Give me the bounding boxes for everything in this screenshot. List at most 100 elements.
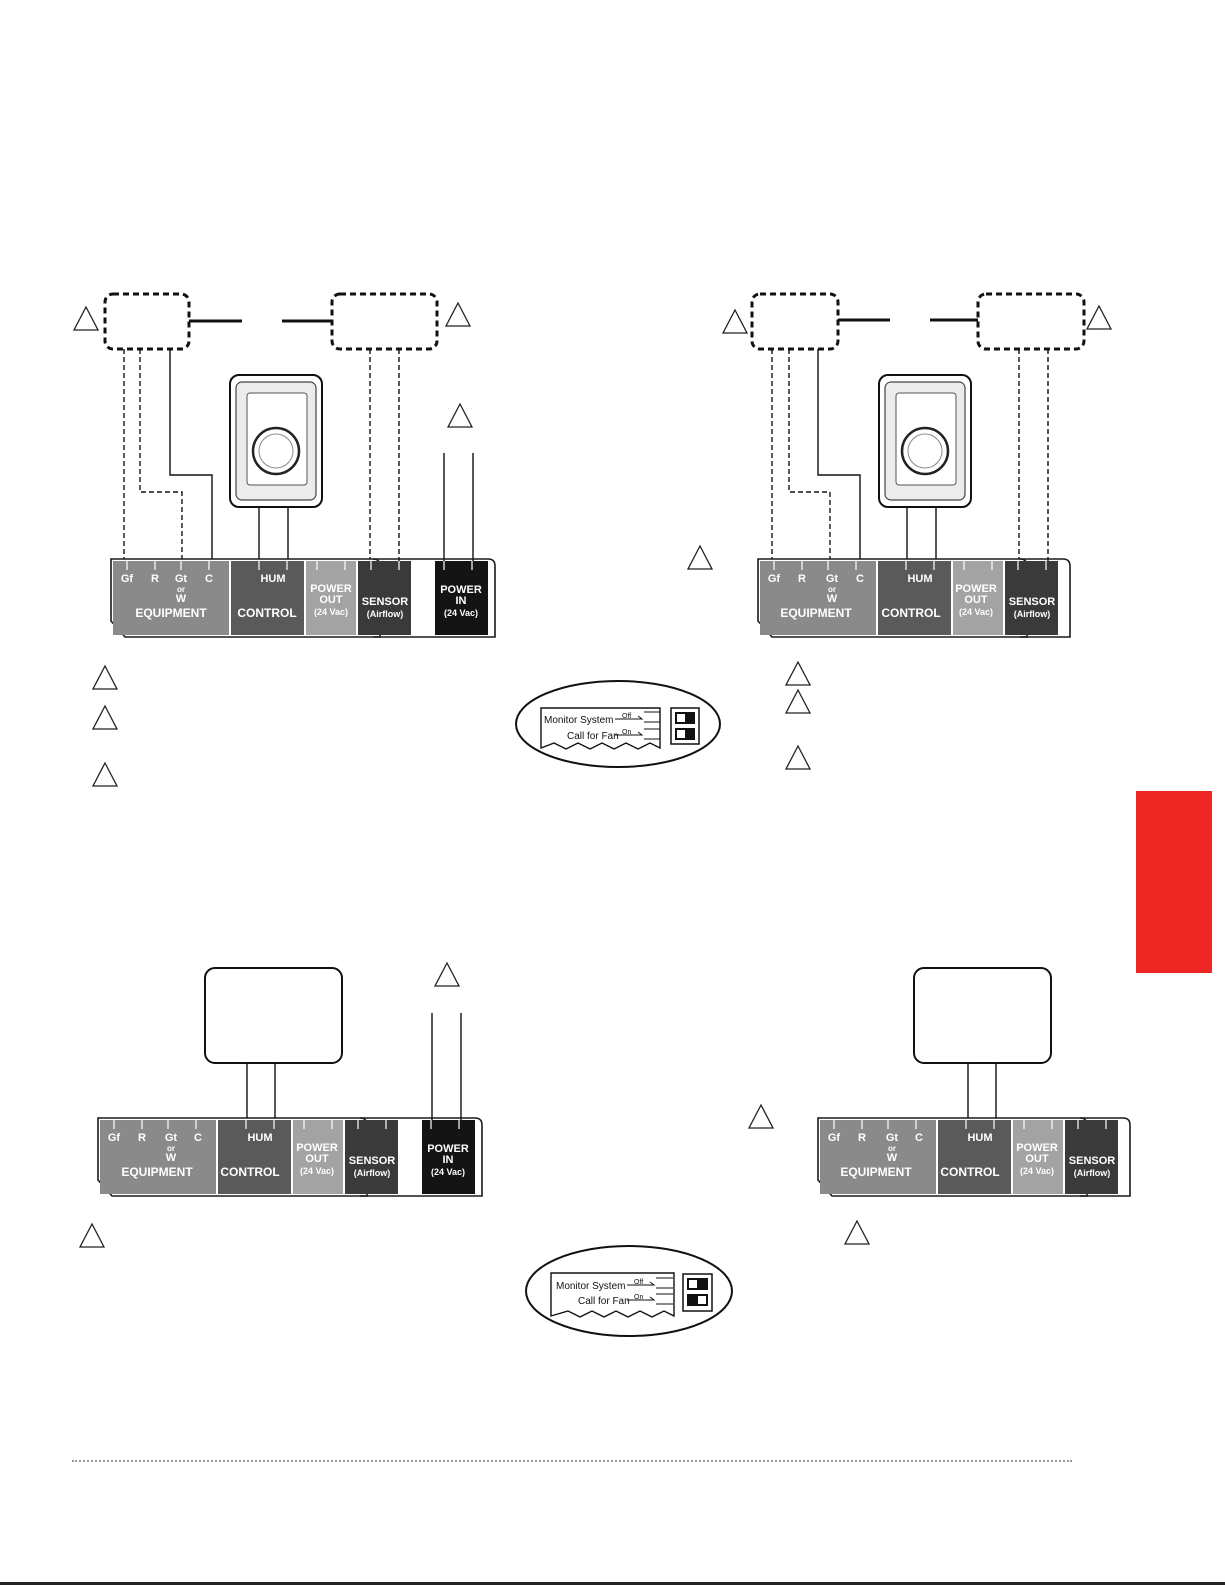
diagram-top-left: Gf R Gt or W C EQUIPMENT HUM CONTROL POW… <box>72 292 496 787</box>
on-label: On <box>622 729 631 736</box>
page-bottom-rule <box>0 1582 1225 1585</box>
on-label: On <box>634 1294 643 1301</box>
sensor-section <box>358 561 411 635</box>
terminal-c: C <box>856 573 864 585</box>
power-in-section <box>422 1120 475 1194</box>
sensor-label: SENSOR <box>1069 1155 1116 1167</box>
terminal-block: Gf R Gt or W C EQUIPMENT HUM CONTROL POW… <box>817 1117 1131 1197</box>
dip-switch-icon <box>670 707 700 745</box>
dial-icon <box>251 426 301 476</box>
dip-switch-inset: Monitor System Call for Fan Off On <box>515 680 721 768</box>
control-label: CONTROL <box>940 1165 999 1179</box>
terminal-c: C <box>915 1132 923 1144</box>
sensor-box <box>330 292 439 351</box>
control-label: CONTROL <box>237 606 296 620</box>
diagram-top-right: Gf R Gt or W C EQUIPMENT HUM CONTROL POW… <box>686 292 1113 770</box>
terminal-c: C <box>205 573 213 585</box>
power-out-label: POWER <box>296 1142 338 1154</box>
power-in-label: IN <box>443 1154 454 1166</box>
call-for-fan-label: Call for Fan <box>567 731 619 742</box>
humidifier-box <box>913 967 1052 1064</box>
equipment-box <box>103 292 191 351</box>
section-tab <box>1136 791 1212 973</box>
terminal-r: R <box>798 573 806 585</box>
power-in-label: IN <box>456 595 467 607</box>
equipment-label: EQUIPMENT <box>135 606 207 620</box>
terminal-block: Gf R Gt or W C EQUIPMENT HUM CONTROL POW… <box>110 558 496 638</box>
terminal-or: or <box>888 1144 896 1153</box>
terminal-hum: HUM <box>247 1132 272 1144</box>
terminal-gt: Gt <box>826 573 839 585</box>
warning-triangle-icon <box>72 305 100 331</box>
dip-switch-icon <box>682 1273 713 1312</box>
warning-triangle-icon <box>91 761 119 787</box>
sensor-section <box>1005 561 1058 635</box>
terminal-hum: HUM <box>907 573 932 585</box>
terminal-gf: Gf <box>121 573 134 585</box>
terminal-block: Gf R Gt or W C EQUIPMENT HUM CONTROL POW… <box>97 1117 483 1197</box>
terminal-hum: HUM <box>967 1132 992 1144</box>
warning-triangle-icon <box>433 961 461 987</box>
power-out-voltage: (24 Vac) <box>1020 1166 1054 1176</box>
control-label: CONTROL <box>881 606 940 620</box>
diagram-bottom-right: Gf R Gt or W C EQUIPMENT HUM CONTROL POW… <box>747 967 1131 1245</box>
terminal-or: or <box>177 585 185 594</box>
power-in-section <box>435 561 488 635</box>
power-in-label: POWER <box>427 1143 469 1155</box>
power-out-label: POWER <box>310 583 352 595</box>
sensor-label: SENSOR <box>362 596 409 608</box>
equipment-label: EQUIPMENT <box>780 606 852 620</box>
terminal-block: Gf R Gt or W C EQUIPMENT HUM CONTROL POW… <box>757 558 1071 638</box>
warning-triangle-icon <box>446 402 474 428</box>
power-in-voltage: (24 Vac) <box>444 608 478 618</box>
sensor-airflow-label: (Airflow) <box>1074 1168 1111 1178</box>
power-out-label: POWER <box>1016 1142 1058 1154</box>
humidifier-box <box>204 967 343 1064</box>
power-out-voltage: (24 Vac) <box>314 607 348 617</box>
terminal-or: or <box>167 1144 175 1153</box>
warning-triangle-icon <box>843 1219 871 1245</box>
power-in-label: POWER <box>440 584 482 596</box>
terminal-w: W <box>887 1152 898 1164</box>
terminal-gf: Gf <box>828 1132 841 1144</box>
sensor-airflow-label: (Airflow) <box>1014 609 1051 619</box>
power-out-label: OUT <box>319 594 343 606</box>
sensor-box <box>976 292 1086 351</box>
warning-triangle-icon <box>747 1103 775 1129</box>
dip-switch-inset: Monitor System Call for Fan Off On <box>525 1245 733 1337</box>
terminal-gt: Gt <box>175 573 188 585</box>
power-out-voltage: (24 Vac) <box>959 607 993 617</box>
monitor-system-label: Monitor System <box>544 715 613 726</box>
sensor-airflow-label: (Airflow) <box>354 1168 391 1178</box>
terminal-r: R <box>858 1132 866 1144</box>
diagram-bottom-left: Gf R Gt or W C EQUIPMENT HUM CONTROL POW… <box>78 961 483 1248</box>
warning-triangle-icon <box>784 744 812 770</box>
warning-triangle-icon <box>91 664 119 690</box>
terminal-w: W <box>827 593 838 605</box>
equipment-box <box>750 292 840 351</box>
power-out-label: OUT <box>305 1153 329 1165</box>
warning-triangle-icon <box>784 688 812 714</box>
terminal-or: or <box>828 585 836 594</box>
warning-triangle-icon <box>784 660 812 686</box>
call-for-fan-label: Call for Fan <box>578 1296 630 1307</box>
humidistat-control <box>229 374 323 508</box>
power-out-label: OUT <box>1025 1153 1049 1165</box>
terminal-gt: Gt <box>886 1132 899 1144</box>
warning-triangle-icon <box>721 308 749 334</box>
power-out-label: POWER <box>955 583 997 595</box>
dial-icon <box>900 426 950 476</box>
equipment-label: EQUIPMENT <box>840 1165 912 1179</box>
warning-triangle-icon <box>78 1222 106 1248</box>
warning-triangle-icon <box>91 704 119 730</box>
warning-triangle-icon <box>686 544 714 570</box>
equipment-label: EQUIPMENT <box>121 1165 193 1179</box>
sensor-airflow-label: (Airflow) <box>367 609 404 619</box>
terminal-r: R <box>151 573 159 585</box>
terminal-w: W <box>166 1152 177 1164</box>
power-out-voltage: (24 Vac) <box>300 1166 334 1176</box>
warning-triangle-icon <box>1085 304 1113 330</box>
sensor-label: SENSOR <box>349 1155 396 1167</box>
warning-triangle-icon <box>444 301 472 327</box>
